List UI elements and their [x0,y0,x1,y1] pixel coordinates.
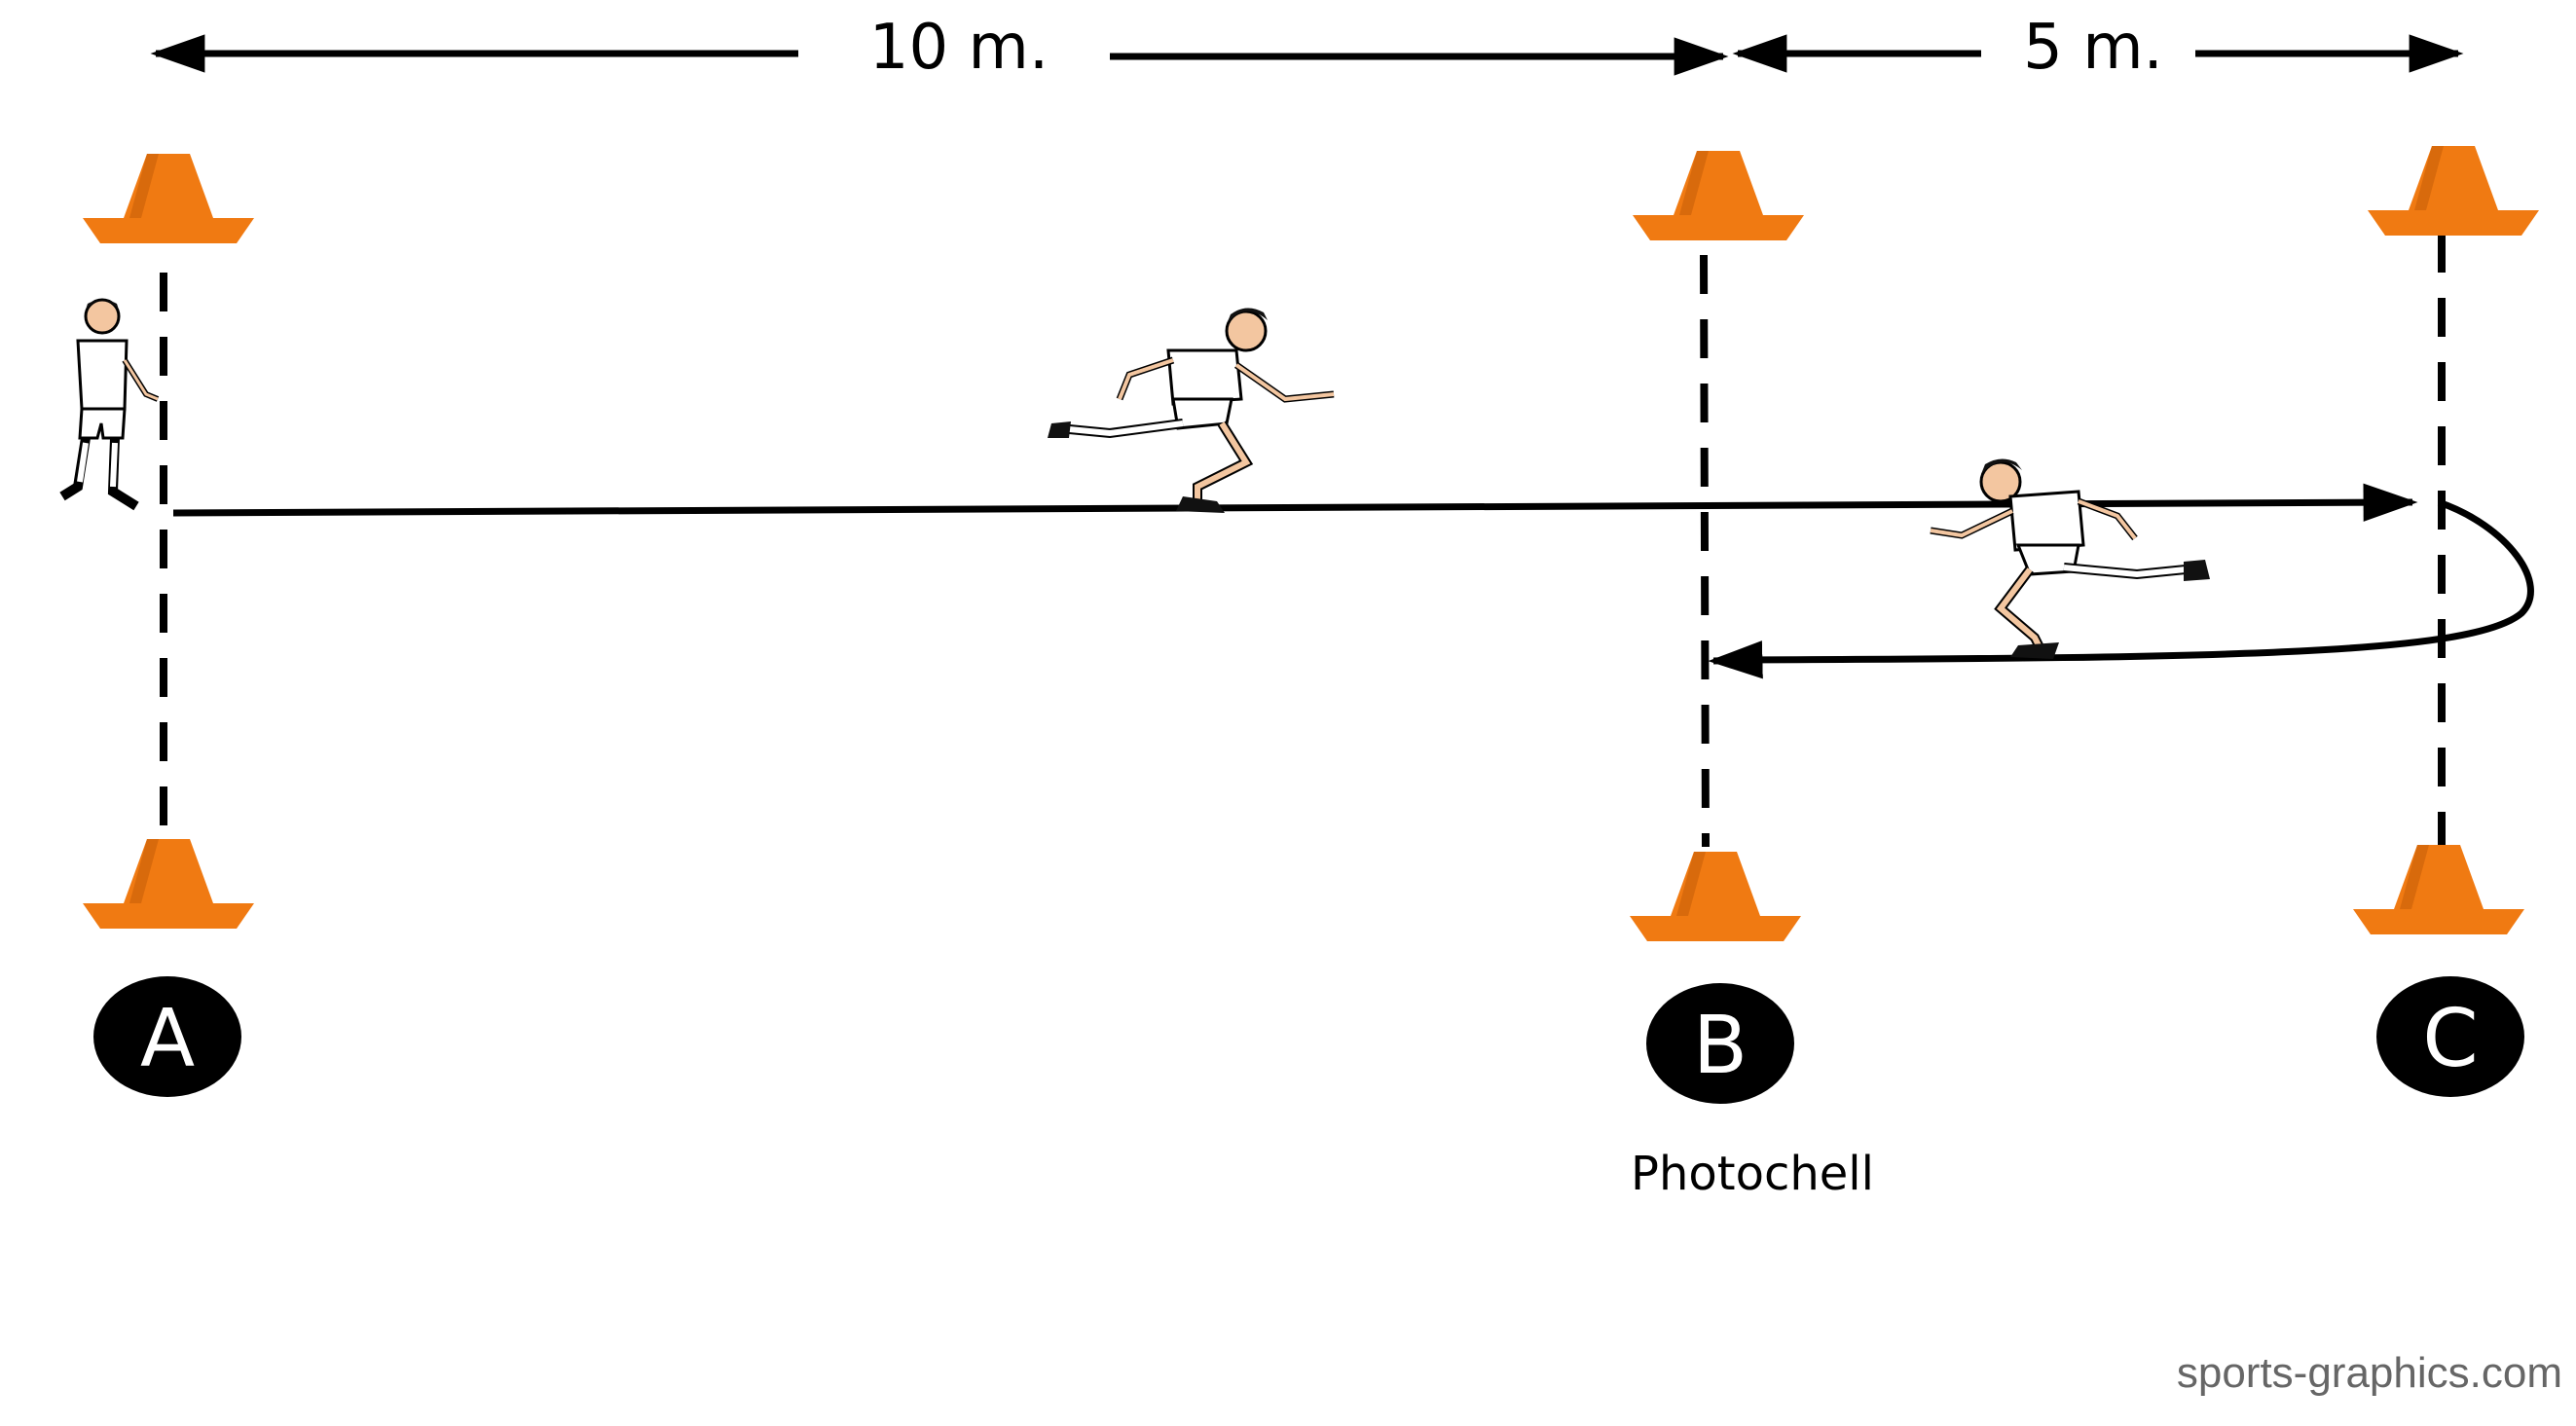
photocell-caption: Photochell [1631,1147,1874,1201]
dimension-5m: 5 m. [1732,12,2464,84]
cone-a-bottom [83,839,254,929]
cone-c-top [2368,146,2539,236]
turn-curve [1732,498,2534,664]
dimension-10m-label: 10 m. [869,12,1049,84]
point-c-badge [2376,976,2524,1097]
cone-c-bottom [2353,845,2524,934]
dimension-10m: 10 m. [150,12,1729,84]
point-a-badge [93,976,241,1097]
point-c: C [2376,976,2524,1097]
point-b-badge [1646,983,1794,1104]
credit-watermark: sports-graphics.com [2177,1349,2562,1397]
player-standing [59,298,160,511]
player-sprinting-forward [1048,308,1335,513]
cone-b-top [1633,151,1804,240]
cone-b-bottom [1630,852,1801,941]
point-a: A [93,976,241,1097]
player-sprinting-return [1930,458,2210,659]
cone-a-top [83,154,254,243]
dimension-5m-label: 5 m. [2023,12,2163,84]
sprint-path-return-arrowhead [1708,640,1763,679]
point-c-label: C [2422,993,2478,1085]
gate-line-b [1700,254,1710,848]
point-b: B [1646,983,1794,1104]
point-b-label: B [1693,1000,1748,1092]
point-a-label: A [140,993,195,1085]
